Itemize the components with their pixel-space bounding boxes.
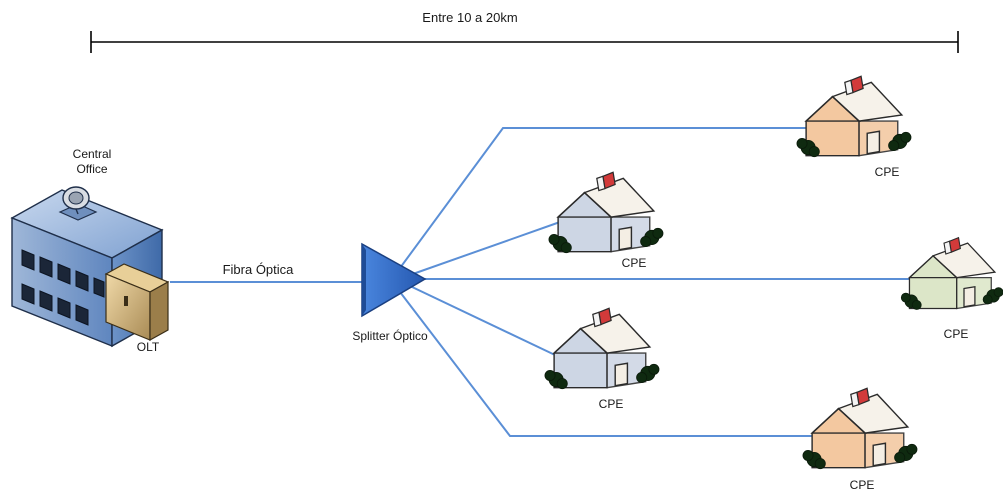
house-icon xyxy=(802,387,918,470)
cpe-label-4: CPE xyxy=(599,397,624,411)
satellite-dish-icon xyxy=(58,186,98,221)
cpe-label-2: CPE xyxy=(622,256,647,270)
olt-cabinet-icon xyxy=(104,263,170,342)
fiber-branch-1 xyxy=(399,127,808,269)
house-icon xyxy=(548,171,664,254)
central-office-label-line2: Office xyxy=(76,162,107,176)
olt-label: OLT xyxy=(137,340,160,354)
fiber-branch-5 xyxy=(399,291,812,437)
cpe-label-5: CPE xyxy=(850,478,875,491)
cpe-house-5 xyxy=(802,387,918,470)
splitter-label: Splitter Óptico xyxy=(352,328,428,343)
cpe-house-2 xyxy=(548,171,664,254)
optical-splitter-icon xyxy=(361,242,427,318)
house-icon xyxy=(900,236,1003,311)
distance-label: Entre 10 a 20km xyxy=(422,10,517,25)
distance-scale-bar xyxy=(90,31,959,53)
cpe-label-1: CPE xyxy=(875,165,900,179)
house-icon xyxy=(544,307,660,390)
cpe-house-1 xyxy=(796,75,912,158)
central-office-label-line1: Central xyxy=(73,147,112,161)
fiber-links xyxy=(170,127,910,437)
fiber-branch-4 xyxy=(409,285,556,356)
cpe-house-3 xyxy=(900,236,1003,311)
central-office-building xyxy=(10,186,170,348)
cpe-label-3: CPE xyxy=(944,327,969,341)
fiber-branch-2 xyxy=(409,221,561,276)
fiber-label: Fibra Óptica xyxy=(223,262,295,277)
house-icon xyxy=(796,75,912,158)
cpe-house-4 xyxy=(544,307,660,390)
